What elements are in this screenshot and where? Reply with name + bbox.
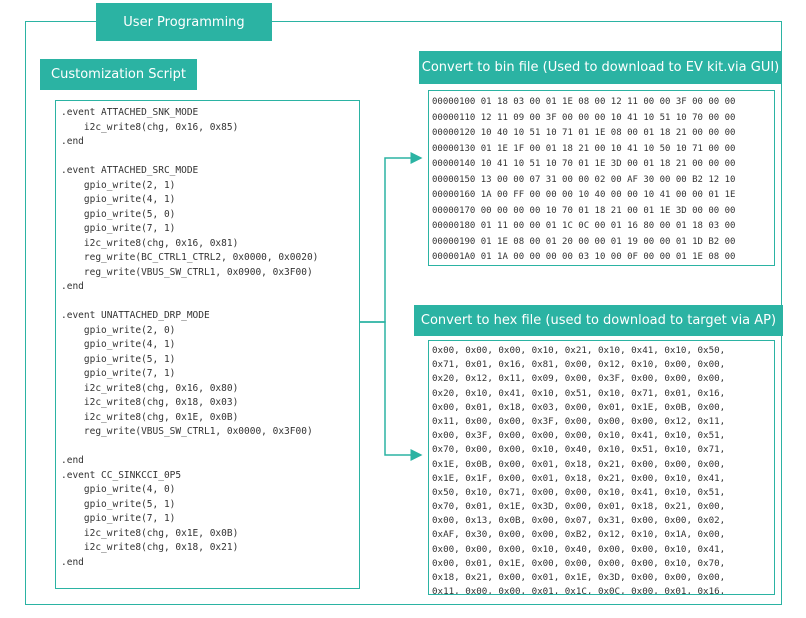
script-line: i2c_write8(chg, 0x16, 0x85) [61,121,239,133]
script-line: i2c_write8(chg, 0x1E, 0x0B) [61,527,239,539]
hex-line: 0x00, 0x13, 0x0B, 0x00, 0x07, 0x31, 0x00… [432,515,726,527]
script-line: .end [61,455,84,466]
script-line: .end [61,281,84,292]
script-line: reg_write(VBUS_SW_CTRL1, 0x0900, 0x3F00) [61,266,313,278]
script-line: gpio_write(2, 0) [61,324,176,336]
script-line: gpio_write(5, 0) [61,208,176,220]
arrow-to-bin [360,152,423,323]
arrow-to-hex [360,321,423,461]
script-line: gpio_write(5, 1) [61,353,176,365]
hex-line: 0x1E, 0x1F, 0x00, 0x01, 0x18, 0x21, 0x00… [432,472,726,484]
bin-line: 00000140 10 41 10 51 10 70 01 1E 3D 00 0… [432,159,736,169]
bin-line: 00000160 1A 00 FF 00 00 00 10 40 00 00 1… [432,190,736,200]
hex-line: 0x70, 0x01, 0x1E, 0x3D, 0x00, 0x01, 0x18… [432,501,726,513]
script-line: .event UNATTACHED_DRP_MODE [61,310,210,321]
hex-line: 0x70, 0x00, 0x00, 0x10, 0x40, 0x10, 0x51… [432,444,726,456]
bin-file-label: Convert to bin file (Used to download to… [419,51,782,84]
hex-line: 0x00, 0x00, 0x00, 0x10, 0x40, 0x00, 0x00… [432,543,726,555]
hex-dump-lines: 0x00, 0x00, 0x00, 0x10, 0x21, 0x10, 0x41… [432,344,726,595]
script-line: .end [61,136,84,147]
script-line: i2c_write8(chg, 0x18, 0x03) [61,397,239,408]
hex-line: 0x11, 0x00, 0x00, 0x01, 0x1C, 0x0C, 0x00… [432,586,726,595]
script-line: gpio_write(7, 1) [61,223,176,234]
bin-line: 00000100 01 18 03 00 01 1E 08 00 12 11 0… [432,97,736,107]
hex-file-label: Convert to hex file (used to download to… [414,305,783,336]
script-line: gpio_write(4, 0) [61,484,176,495]
hex-line: 0x00, 0x01, 0x18, 0x03, 0x00, 0x01, 0x1E… [432,401,726,413]
hex-line: 0x00, 0x3F, 0x00, 0x00, 0x00, 0x10, 0x41… [432,430,726,442]
hex-line: 0xAF, 0x30, 0x00, 0x00, 0xB2, 0x12, 0x10… [432,529,726,541]
bin-line: 00000120 10 40 10 51 10 71 01 1E 08 00 0… [432,128,736,138]
hex-line: 0x00, 0x00, 0x00, 0x10, 0x21, 0x10, 0x41… [432,345,726,356]
script-line: .event ATTACHED_SNK_MODE [61,107,199,118]
hex-file-panel: 0x00, 0x00, 0x00, 0x10, 0x21, 0x10, 0x41… [428,340,775,595]
script-line: i2c_write8(chg, 0x16, 0x81) [61,237,239,249]
script-line: i2c_write8(chg, 0x16, 0x80) [61,382,239,394]
script-line: reg_write(VBUS_SW_CTRL1, 0x0000, 0x3F00) [61,426,313,437]
script-line: gpio_write(7, 1) [61,368,176,379]
script-line: i2c_write8(chg, 0x18, 0x21) [61,542,239,553]
script-line: gpio_write(2, 1) [61,179,176,191]
hex-line: 0x20, 0x10, 0x41, 0x10, 0x51, 0x10, 0x71… [432,387,726,399]
script-line: .end [61,556,84,568]
hex-line: 0x1E, 0x0B, 0x00, 0x01, 0x18, 0x21, 0x00… [432,458,726,470]
hex-line: 0x20, 0x12, 0x11, 0x09, 0x00, 0x3F, 0x00… [432,373,726,385]
script-line: .event CC_SINKCCI_0P5 [61,469,182,481]
bin-line: 000001A0 01 1A 00 00 00 00 03 10 00 0F 0… [432,252,736,262]
bin-line: 00000170 00 00 00 00 10 70 01 18 21 00 0… [432,205,736,216]
bin-line: 00000130 01 1E 1F 00 01 18 21 00 10 41 1… [432,143,736,154]
script-line: gpio_write(7, 1) [61,513,176,524]
hex-line: 0x11, 0x00, 0x00, 0x3F, 0x00, 0x00, 0x00… [432,415,726,427]
customization-script-label: Customization Script [40,59,197,90]
hex-line: 0x00, 0x01, 0x1E, 0x00, 0x00, 0x00, 0x00… [432,557,726,569]
bin-dump-lines: 00000100 01 18 03 00 01 1E 08 00 12 11 0… [432,95,736,265]
script-line: gpio_write(4, 1) [61,194,176,205]
hex-line: 0x18, 0x21, 0x00, 0x01, 0x1E, 0x3D, 0x00… [432,572,726,583]
script-line: gpio_write(4, 1) [61,339,176,350]
hex-line: 0x50, 0x10, 0x71, 0x00, 0x00, 0x10, 0x41… [432,486,726,498]
bin-line: 00000190 01 1E 08 00 01 20 00 00 01 19 0… [432,236,736,247]
script-line: .event ATTACHED_SRC_MODE [61,165,199,176]
user-programming-title: User Programming [96,3,272,41]
bin-line: 00000150 13 00 00 07 31 00 00 02 00 AF 3… [432,174,736,185]
bin-file-panel: 00000100 01 18 03 00 01 1E 08 00 12 11 0… [428,90,775,266]
customization-script-panel: .event ATTACHED_SNK_MODE i2c_write8(chg,… [55,100,360,589]
script-line: gpio_write(5, 1) [61,498,176,510]
bin-line: 00000110 12 11 09 00 3F 00 00 00 10 41 1… [432,112,736,123]
bin-line: 00000180 01 11 00 00 01 1C 0C 00 01 16 8… [432,221,736,231]
script-code-lines: .event ATTACHED_SNK_MODE i2c_write8(chg,… [61,106,318,570]
script-line: i2c_write8(chg, 0x1E, 0x0B) [61,411,239,423]
hex-line: 0x71, 0x01, 0x16, 0x81, 0x00, 0x12, 0x10… [432,359,726,371]
script-line: reg_write(BC_CTRL1_CTRL2, 0x0000, 0x0020… [61,252,319,263]
